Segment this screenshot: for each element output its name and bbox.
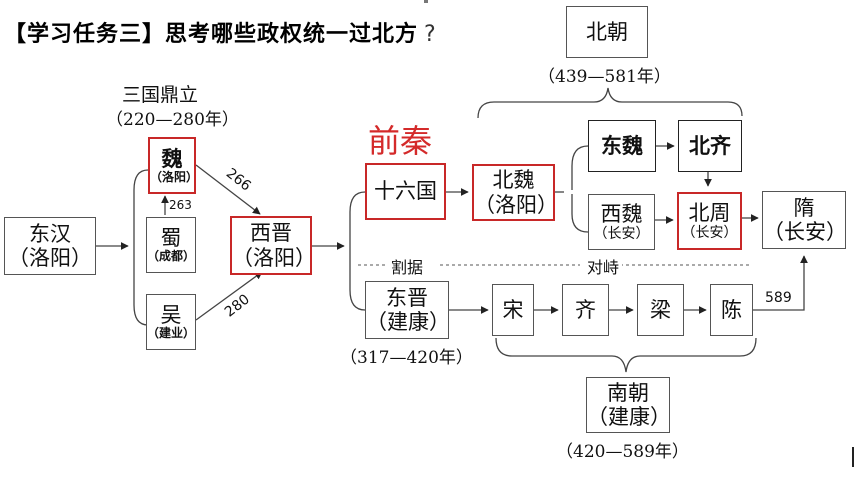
beiwei-box: 北魏 （洛阳） (472, 164, 558, 221)
donghan-box: 东汉 （洛阳） (4, 217, 96, 275)
song-box: 宋 (492, 284, 534, 336)
wei-name: 魏 (161, 145, 183, 171)
xiwei-box: 西魏 （长安） (588, 194, 655, 250)
shu-box: 蜀 （成都） (146, 217, 196, 273)
xijin-box: 西晋 （洛阳） (230, 216, 316, 275)
sui-name: 隋 (793, 195, 815, 220)
sui-capital: （长安） (763, 220, 847, 244)
beichao-period: （439—581年） (538, 67, 671, 87)
chen-box: 陈 (710, 284, 753, 336)
three-kingdoms-period: （220—280年） (106, 110, 239, 130)
geju-label: 割据 (388, 254, 427, 278)
shu-name: 蜀 (160, 226, 182, 251)
year-263-label: 263 (169, 198, 192, 212)
duizhi-label: 对峙 (584, 254, 623, 278)
beichao-name: 北朝 (586, 19, 628, 44)
top-scroll-mark (424, 0, 428, 3)
year-589-label: 589 (765, 290, 792, 306)
dongwei-box: 东魏 (588, 120, 656, 172)
nanchao-period: （420—589年） (556, 442, 689, 462)
nanchao-name: 南朝 (607, 380, 649, 405)
nanchao-capital: （建康） (587, 405, 671, 429)
dongjin-box: 东晋 （建康） (365, 281, 450, 339)
liang-name: 梁 (650, 297, 671, 322)
beichao-box: 北朝 (566, 6, 648, 58)
beizhou-box: 北周 （长安） (677, 192, 742, 250)
sui-box: 隋 （长安） (762, 191, 847, 249)
chen-name: 陈 (721, 297, 742, 322)
dongjin-name: 东晋 (386, 285, 428, 310)
donghan-capital: （洛阳） (8, 246, 92, 270)
xijin-name: 西晋 (250, 221, 292, 246)
xiwei-capital: （长安） (593, 226, 650, 243)
song-name: 宋 (502, 297, 524, 322)
wu-capital: （建业） (147, 326, 196, 341)
shiliuguo-name: 十六国 (374, 179, 437, 204)
beiqi-box: 北齐 (678, 120, 742, 172)
donghan-name: 东汉 (29, 221, 71, 246)
wu-name: 吴 (160, 303, 182, 328)
wei-capital: （洛阳） (150, 169, 199, 184)
shiliuguo-box: 十六国 (365, 163, 446, 220)
wei-box: 魏 （洛阳） (148, 137, 199, 194)
liang-box: 梁 (637, 284, 684, 336)
text-cursor (852, 447, 854, 467)
beiqi-name: 北齐 (689, 133, 731, 158)
beiwei-name: 北魏 (492, 168, 535, 193)
task-title: 【学习任务三】思考哪些政权统一过北方? (4, 16, 437, 48)
dongjin-capital: （建康） (366, 310, 450, 334)
dongjin-period: （317—420年） (340, 348, 473, 368)
qianqin-annotation: 前秦 (368, 122, 433, 160)
dongwei-name: 东魏 (601, 133, 643, 158)
xijin-capital: （洛阳） (232, 245, 316, 270)
three-kingdoms-label: 三国鼎立 (122, 84, 199, 106)
beizhou-capital: （长安） (681, 225, 738, 242)
wu-box: 吴 （建业） (146, 294, 196, 350)
nanchao-box: 南朝 （建康） (586, 377, 671, 433)
beiwei-capital: （洛阳） (474, 192, 558, 217)
task-title-text: 【学习任务三】思考哪些政权统一过北方 (4, 22, 419, 47)
qi-name: 齐 (575, 297, 596, 322)
beizhou-name: 北周 (688, 200, 731, 225)
question-mark: ? (424, 22, 437, 47)
shu-capital: （成都） (147, 249, 196, 264)
xiwei-name: 西魏 (600, 201, 643, 226)
qi-box: 齐 (562, 284, 609, 336)
